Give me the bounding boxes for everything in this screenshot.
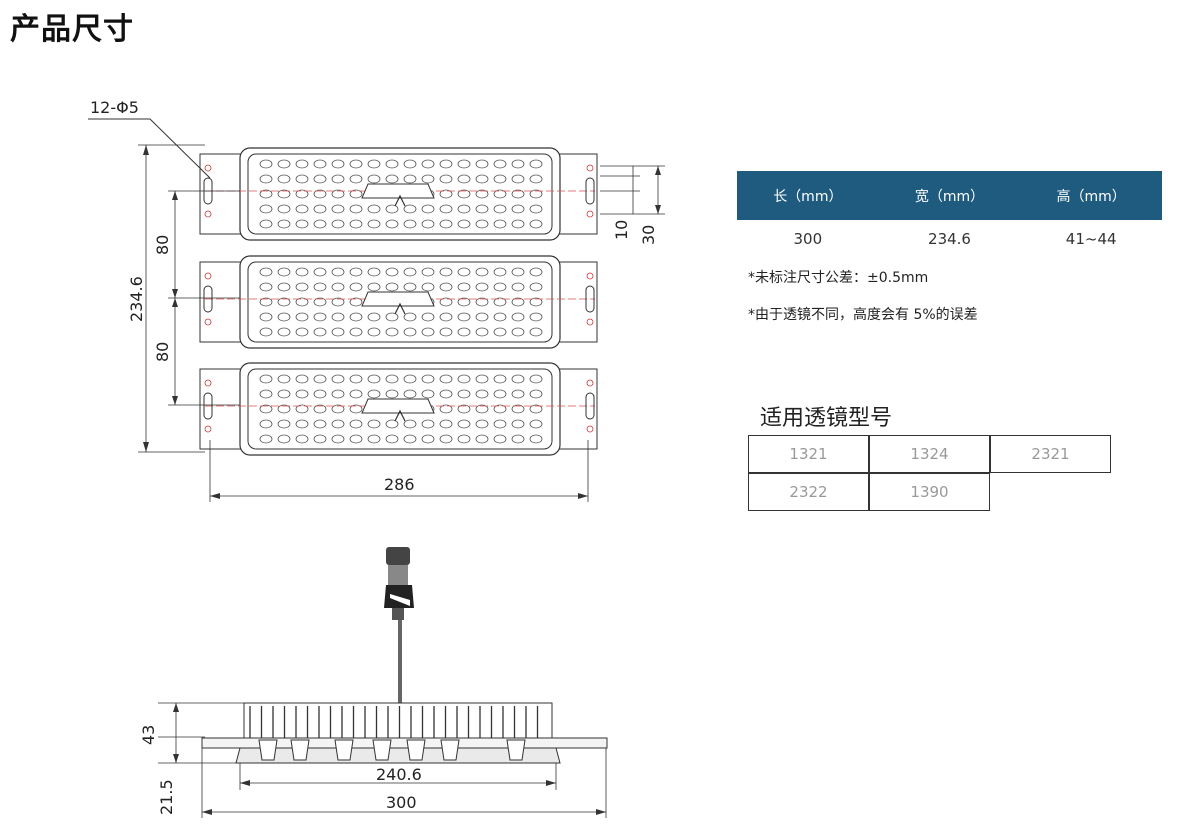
height-dimension [138, 144, 205, 453]
side-view-body [201, 702, 608, 764]
side-height-label: 43 [139, 725, 158, 745]
spec-table-row: 300 234.6 41~44 [737, 220, 1162, 258]
slot-label-1: 10 [612, 220, 631, 240]
hole-callout: 12-Φ5 [88, 98, 211, 179]
tolerance-note: *未标注尺寸公差：±0.5mm [748, 270, 929, 286]
side-outer-width-label: 300 [386, 793, 417, 812]
header-height: 高（mm） [1056, 188, 1126, 205]
lens-profiles [258, 739, 526, 761]
width-dim-label: 286 [384, 475, 415, 494]
width-dimension [209, 440, 589, 502]
side-base-label: 21.5 [157, 779, 176, 815]
side-dimensions [158, 702, 607, 818]
lens-model-cell: 2322 [748, 473, 869, 511]
header-length: 长（mm） [773, 188, 843, 205]
height-dim-label: 234.6 [127, 276, 146, 322]
light-module [199, 147, 598, 241]
top-view-modules [199, 147, 598, 456]
technical-drawing: 12-Φ5 234.6 80 80 286 [88, 98, 665, 818]
height-note: *由于透镜不同，高度会有 5%的误差 [748, 307, 978, 323]
value-length: 300 [793, 230, 823, 248]
lens-section-title: 适用透镜型号 [760, 406, 893, 431]
lens-model-cell: 2321 [990, 435, 1111, 473]
value-height: 41~44 [1065, 230, 1117, 248]
pitch-dimensions [168, 190, 240, 406]
lens-model-cell: 1324 [869, 435, 990, 473]
lens-model-cell: 1321 [748, 435, 869, 473]
header-width: 宽（mm） [914, 188, 985, 205]
light-module [199, 255, 598, 349]
hole-label: 12-Φ5 [90, 98, 139, 117]
slot-label-2: 30 [639, 225, 658, 245]
slot-dimensions [600, 165, 665, 215]
lens-model-grid: 1321 1324 2321 2322 1390 [748, 435, 1113, 512]
page-title: 产品尺寸 [10, 12, 134, 47]
lens-model-cell: 1390 [869, 473, 990, 511]
pitch-label-1: 80 [153, 235, 172, 255]
side-inner-width-label: 240.6 [376, 765, 422, 784]
light-module [199, 362, 598, 456]
value-width: 234.6 [928, 230, 971, 248]
heat-sink-fins [249, 706, 539, 738]
pitch-label-2: 80 [153, 342, 172, 362]
spec-table-header: 长（mm） 宽（mm） 高（mm） [737, 171, 1162, 220]
spec-table: 长（mm） 宽（mm） 高（mm） 300 234.6 41~44 [737, 171, 1162, 258]
